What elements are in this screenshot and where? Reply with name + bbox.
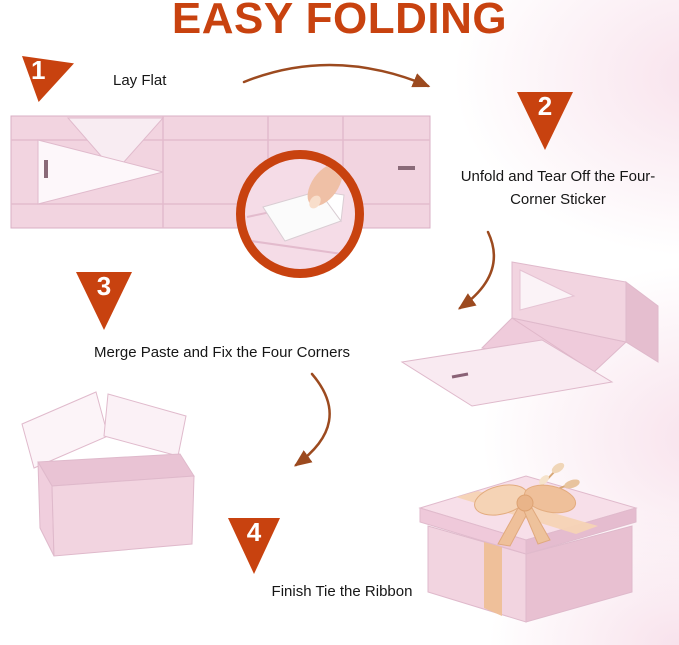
curved-arrow-to-step3-box [282, 368, 370, 476]
step-2-marker: 2 [517, 92, 573, 150]
step-1-marker: 1 [22, 56, 74, 102]
curved-arrow-step1-to-step2 [238, 42, 438, 104]
page-title: EASY FOLDING [171, 0, 508, 43]
slot-mark-right [398, 166, 415, 170]
step-4-label: Finish Tie the Ribbon [271, 583, 413, 600]
front-ribbon-band [484, 542, 502, 616]
right-flap [103, 393, 187, 457]
step-4-number: 4 [246, 517, 262, 547]
step-3-label: Merge Paste and Fix the Four Corners [94, 344, 350, 361]
step-1-number: 1 [31, 55, 46, 85]
flat-lid-panel [400, 339, 614, 407]
fold-flap-top-triangle [66, 117, 165, 173]
unfolding-box-illustration [394, 254, 669, 439]
fold-flap-white-triangle [37, 139, 164, 205]
ribbon-bow [474, 462, 580, 547]
step-3-marker: 3 [76, 272, 132, 330]
step-2-label: Unfold and Tear Off the Four-Corner Stic… [460, 168, 656, 208]
finished-box-illustration [398, 450, 660, 637]
curved-arrow-step2-to-box [446, 226, 516, 318]
hand-icon [307, 163, 343, 209]
step-4-marker: 4 [228, 518, 280, 574]
step-3-number: 3 [96, 271, 112, 301]
open-box-illustration [8, 384, 223, 579]
flat-box-illustration [8, 106, 433, 236]
slot-mark-left [44, 160, 48, 178]
left-flap [21, 391, 109, 469]
step-2-number: 2 [537, 91, 553, 121]
step-1-label: Lay Flat [113, 72, 167, 89]
magnifier-inset [236, 150, 364, 278]
